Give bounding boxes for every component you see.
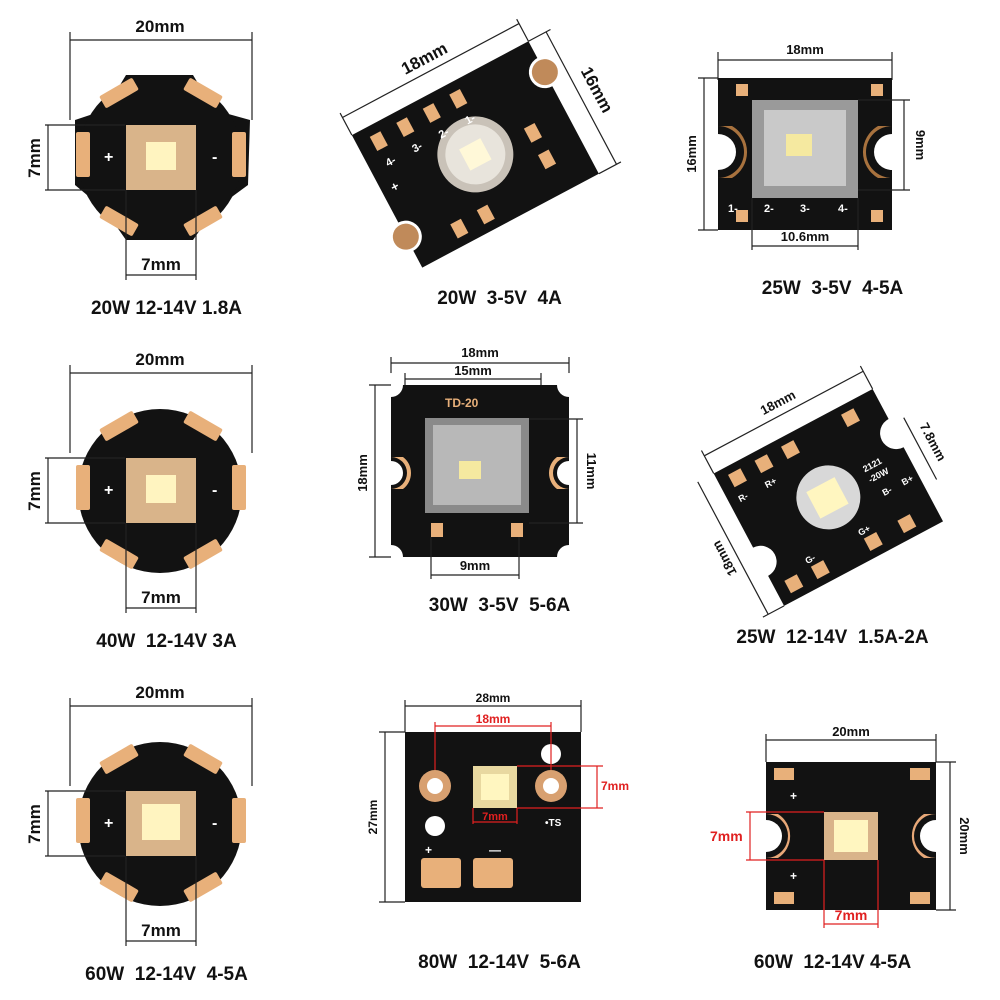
dim-top-label: 20mm: [135, 17, 184, 36]
dim-top-label: 28mm: [476, 691, 511, 705]
star-board-illustration: 20mm + - 7mm 7mm: [25, 350, 253, 613]
plus-silk: +: [104, 149, 113, 166]
square-80w-illustration: 28mm + — •TS 27mm 18mm 7mm 7mm: [366, 691, 629, 903]
pin1-silk: 1-: [728, 203, 738, 215]
plus-silk: +: [104, 815, 113, 832]
td20-board-illustration: 18mm 15mm TD-20 18mm 11mm 9mm: [355, 345, 599, 579]
product-caption: 80W 12-14V 5-6A: [418, 952, 581, 973]
ts-silk: •TS: [545, 818, 562, 829]
product-60w-square: 20mm + + 20mm 7mm 7mm 60W 12-14V 4-5A: [666, 666, 999, 999]
dim-top-inner-label: 15mm: [454, 363, 492, 378]
product-60w-star: 20mm + - 7mm 7mm 60W 12-14V 4-5A: [0, 666, 333, 999]
pin3-silk: 3-: [800, 203, 810, 215]
dim-bottom-label: 9mm: [460, 558, 490, 573]
dim-bottom-label: 10.6mm: [781, 229, 829, 244]
plus-silk: +: [104, 482, 113, 499]
b-minus-silk: B-: [880, 484, 893, 497]
pin4-silk: 4-: [838, 203, 848, 215]
dim-inner-bottom-label: 7mm: [482, 811, 508, 823]
product-caption: 40W 12-14V 3A: [96, 631, 237, 652]
dim-top-label: 20mm: [135, 683, 184, 702]
dim-left-label: 7mm: [710, 828, 743, 844]
star-board-illustration: 20mm + - 7mm 7mm: [25, 683, 253, 946]
product-25w-square: 18mm 1- 2- 3- 4- 16mm 9mm 10.6mm 25W 3-5…: [666, 0, 999, 333]
product-20w-lens: 4- 3- 2- 1- + 18mm 16mm 20W 3-5V 4A: [333, 0, 666, 333]
star-board-illustration: 20mm + - 7mm 7mm: [25, 17, 253, 280]
product-caption: 25W 12-14V 1.5A-2A: [736, 627, 929, 648]
dim-left-label: 7mm: [25, 138, 44, 178]
dim-left-label: 18mm: [709, 538, 740, 578]
pin2-silk: 2-: [764, 203, 774, 215]
dim-bottom-label: 7mm: [835, 907, 868, 923]
product-caption: 20W 12-14V 1.8A: [90, 298, 243, 319]
dim-left-label: 18mm: [355, 454, 370, 492]
dim-top-label: 18mm: [758, 387, 798, 418]
plus-silk: +: [425, 843, 432, 857]
dim-left-label: 27mm: [366, 800, 380, 835]
r-plus-silk: R+: [763, 476, 778, 490]
minus-silk: —: [489, 843, 501, 857]
product-30w-td20: 18mm 15mm TD-20 18mm 11mm 9mm: [333, 333, 666, 666]
dim-right-label: 11mm: [584, 453, 599, 490]
product-20w-star: 20mm + - 7mm 7mm 20W 12-14V 1.8A: [0, 0, 333, 333]
dim-bottom-label: 7mm: [141, 588, 181, 607]
dim-top-outer-label: 18mm: [461, 345, 499, 360]
product-caption: 25W 3-5V 4-5A: [761, 278, 904, 299]
rgb-board-illustration: R- R+ G- G+ B- B+ 2121 -20W 18mm 18mm 7.…: [697, 365, 950, 618]
plus2-silk: +: [790, 869, 797, 883]
dim-right-label: 9mm: [913, 130, 928, 160]
dim-bottom-label: 7mm: [141, 255, 181, 274]
dim-left-label: 7mm: [25, 804, 44, 844]
minus-silk: -: [212, 815, 217, 832]
product-caption: 30W 3-5V 5-6A: [428, 595, 571, 616]
product-80w-square: 28mm + — •TS 27mm 18mm 7mm 7mm 80W 12-14…: [333, 666, 666, 999]
dim-left-label: 7mm: [25, 471, 44, 511]
product-caption: 60W 12-14V 4-5A: [85, 964, 248, 985]
product-25w-rgb: R- R+ G- G+ B- B+ 2121 -20W 18mm 18mm 7.…: [666, 333, 999, 666]
product-caption: 20W 3-5V 4A: [437, 288, 562, 309]
dim-top-right-label: 16mm: [577, 64, 617, 116]
dim-top-left-label: 18mm: [398, 39, 450, 79]
plus1-silk: +: [790, 789, 797, 803]
dim-top-label: 20mm: [832, 724, 870, 739]
dim-top-label: 18mm: [786, 42, 824, 57]
g-minus-silk: G-: [803, 552, 817, 566]
product-40w-star: 20mm + - 7mm 7mm 40W 12-14V 3A: [0, 333, 333, 666]
dim-right-label: 20mm: [957, 817, 972, 855]
square-board-illustration: 18mm 1- 2- 3- 4- 16mm 9mm 10.6mm: [684, 42, 928, 250]
dim-left-label: 16mm: [684, 135, 699, 173]
minus-silk: -: [212, 482, 217, 499]
model-silk: TD-20: [445, 396, 479, 410]
square-60w-illustration: 20mm + + 20mm 7mm 7mm: [710, 724, 972, 928]
dim-inner-right-label: 7mm: [601, 779, 629, 793]
r-minus-silk: R-: [737, 491, 750, 504]
dim-right-label: 7.8mm: [917, 420, 950, 463]
minus-silk: -: [212, 149, 217, 166]
b-plus-silk: B+: [900, 473, 915, 487]
dim-top-label: 20mm: [135, 350, 184, 369]
dim-inner-top-label: 18mm: [476, 712, 511, 726]
dim-bottom-label: 7mm: [141, 921, 181, 940]
product-caption: 60W 12-14V 4-5A: [753, 952, 912, 973]
lens-board-illustration: 4- 3- 2- 1- + 18mm 16mm: [339, 18, 622, 268]
